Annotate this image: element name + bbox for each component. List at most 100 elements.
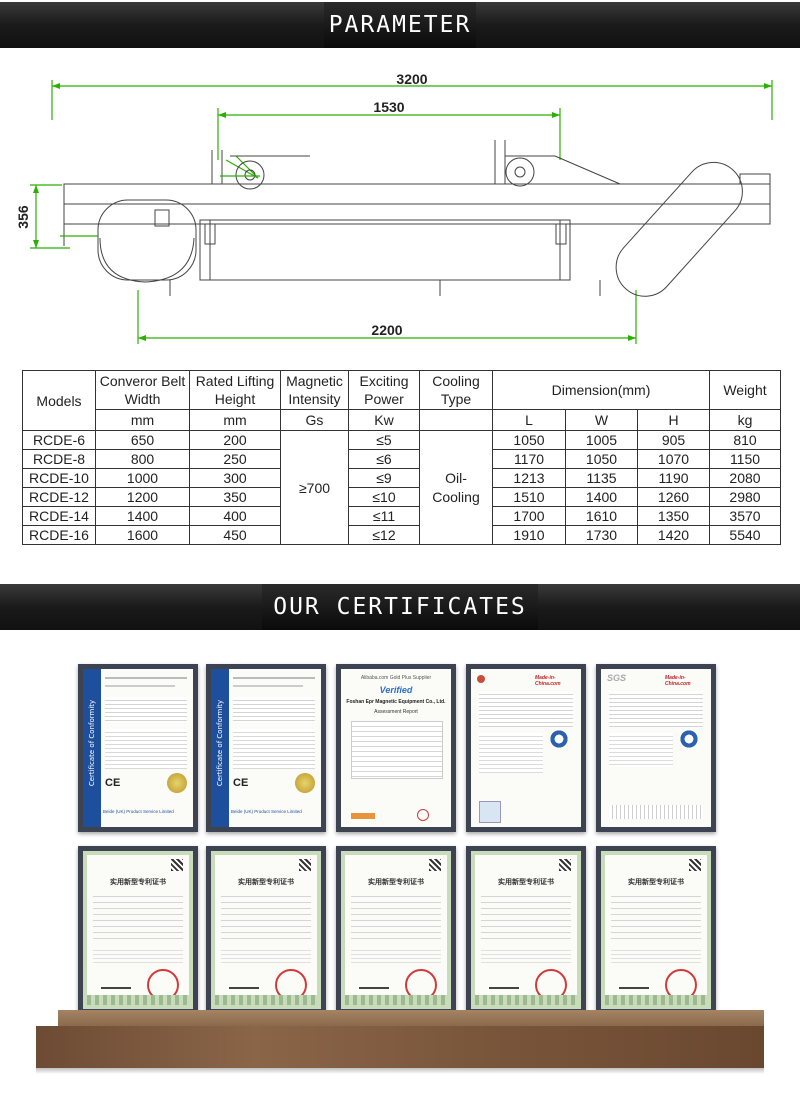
header-lifting-height: Rated Lifting Height (189, 370, 281, 410)
ce-company: Beide (UK) Product Service Limited (231, 809, 302, 814)
patent-certificate: 实用新型专利证书 (466, 846, 586, 1014)
cell-model: RCDE-14 (22, 506, 96, 526)
cell-model: RCDE-8 (22, 449, 96, 469)
cell-belt: 1600 (95, 525, 190, 545)
cell-weight: 3570 (709, 506, 781, 526)
signature-icon (101, 977, 131, 989)
gold-company: Foshan Epr Magnetic Equipment Co., Ltd. (346, 699, 446, 705)
cell-model: RCDE-10 (22, 468, 96, 488)
ce-title: Certificate of Conformity (216, 699, 224, 787)
ce-certificate-1: Certificate of Conformity CE Beide (UK) … (78, 664, 198, 832)
cell-weight: 2080 (709, 468, 781, 488)
cell-belt: 650 (95, 430, 190, 450)
cell-model: RCDE-16 (22, 525, 96, 545)
gold-seal-icon (167, 773, 187, 793)
cell-l: 1910 (492, 525, 566, 545)
shelf-shadow (36, 1068, 764, 1074)
cell-height: 350 (189, 487, 281, 507)
qr-code-icon (689, 859, 701, 871)
patent-title: 实用新型专利证书 (628, 879, 684, 886)
cell-w: 1730 (565, 525, 638, 545)
cell-height: 300 (189, 468, 281, 488)
cell-w: 1400 (565, 487, 638, 507)
ce-mark-icon: CE (105, 777, 121, 789)
unit-dim-w: W (565, 409, 638, 431)
cell-w: 1005 (565, 430, 638, 450)
cell-l: 1510 (492, 487, 566, 507)
cell-cooling-type: Oil-Cooling (419, 430, 493, 545)
unit-exciting-power: Kw (348, 409, 420, 431)
gold-supplier-certificate: Alibaba.com Gold Plus Supplier Verified … (336, 664, 456, 832)
cell-power: ≤5 (348, 430, 420, 450)
sgs-logo: SGS (607, 673, 627, 683)
cell-l: 1700 (492, 506, 566, 526)
signature-icon (359, 977, 389, 989)
cell-weight: 1150 (709, 449, 781, 469)
cell-h: 1070 (637, 449, 710, 469)
cell-w: 1050 (565, 449, 638, 469)
unit-lifting-height: mm (189, 409, 281, 431)
cell-weight: 2980 (709, 487, 781, 507)
certification-seal-icon (679, 729, 699, 749)
cell-model: RCDE-12 (22, 487, 96, 507)
header-dimension: Dimension(mm) (492, 370, 710, 410)
wooden-shelf (36, 1026, 764, 1068)
gold-header: Alibaba.com Gold Plus Supplier (360, 675, 432, 681)
patent-certificate: 实用新型专利证书 (78, 846, 198, 1014)
table-row: RCDE-14 1400 400 ≤11 1700 1610 1350 3570 (22, 506, 781, 526)
cell-power: ≤11 (348, 506, 420, 526)
mic-logo: Made-in-China.com (665, 675, 691, 687)
mic-logo: Made-in-China.com (535, 675, 561, 687)
parameter-title: PARAMETER (328, 12, 472, 38)
cell-belt: 1000 (95, 468, 190, 488)
header-exciting-power: Exciting Power (348, 370, 420, 410)
patent-title: 实用新型专利证书 (238, 879, 294, 886)
header-models: Models (22, 370, 96, 431)
certification-seal-icon (549, 729, 569, 749)
signature-icon (229, 977, 259, 989)
cell-h: 1190 (637, 468, 710, 488)
patent-title: 实用新型专利证书 (110, 879, 166, 886)
cell-h: 1350 (637, 506, 710, 526)
dim-height-label: 356 (15, 205, 31, 229)
cell-height: 450 (189, 525, 281, 545)
unit-dim-l: L (492, 409, 566, 431)
table-row: RCDE-8 800 250 ≤6 1170 1050 1070 1150 (22, 449, 781, 469)
cell-power: ≤9 (348, 468, 420, 488)
cell-w: 1610 (565, 506, 638, 526)
cell-power: ≤10 (348, 487, 420, 507)
table-row: RCDE-12 1200 350 ≤10 1510 1400 1260 2980 (22, 487, 781, 507)
signature-icon (489, 977, 519, 989)
qr-code-icon (171, 859, 183, 871)
header-belt-width: Converor Belt Width (95, 370, 190, 410)
ce-company: Beide (UK) Product Service Limited (103, 809, 174, 814)
certificates-banner: OUR CERTIFICATES (0, 584, 800, 630)
cell-height: 200 (189, 430, 281, 450)
cell-height: 400 (189, 506, 281, 526)
patent-title: 实用新型专利证书 (498, 879, 554, 886)
qr-code-icon (479, 801, 501, 823)
cell-l: 1170 (492, 449, 566, 469)
cell-magnetic-intensity: ≥700 (280, 430, 349, 545)
parameter-table: Models Converor Belt Width Rated Lifting… (22, 370, 781, 545)
table-row: RCDE-6 650 200 ≥700 ≤5 Oil-Cooling 1050 … (22, 430, 781, 545)
emblem-icon (477, 675, 485, 683)
parameter-table-wrap: Models Converor Belt Width Rated Lifting… (22, 370, 781, 545)
dim-bottom-label: 2200 (371, 322, 402, 338)
table-row: RCDE-16 1600 450 ≤12 1910 1730 1420 5540 (22, 525, 781, 545)
table-row: RCDE-10 1000 300 ≤9 1213 1135 1190 2080 (22, 468, 781, 488)
patent-certificate: 实用新型专利证书 (336, 846, 456, 1014)
patent-certificate: 实用新型专利证书 (596, 846, 716, 1014)
dim-overall-label: 3200 (396, 71, 427, 87)
table-unit-row: mm mm Gs Kw L W H kg (23, 409, 781, 431)
cell-height: 250 (189, 449, 281, 469)
verified-badge: Verified (379, 685, 413, 695)
cell-belt: 1200 (95, 487, 190, 507)
parameter-banner: PARAMETER (0, 2, 800, 48)
unit-cooling-type (419, 409, 493, 431)
cell-h: 1260 (637, 487, 710, 507)
certificates-title: OUR CERTIFICATES (273, 594, 527, 620)
unit-weight: kg (709, 409, 781, 431)
header-weight: Weight (709, 370, 781, 410)
cell-w: 1135 (565, 468, 638, 488)
